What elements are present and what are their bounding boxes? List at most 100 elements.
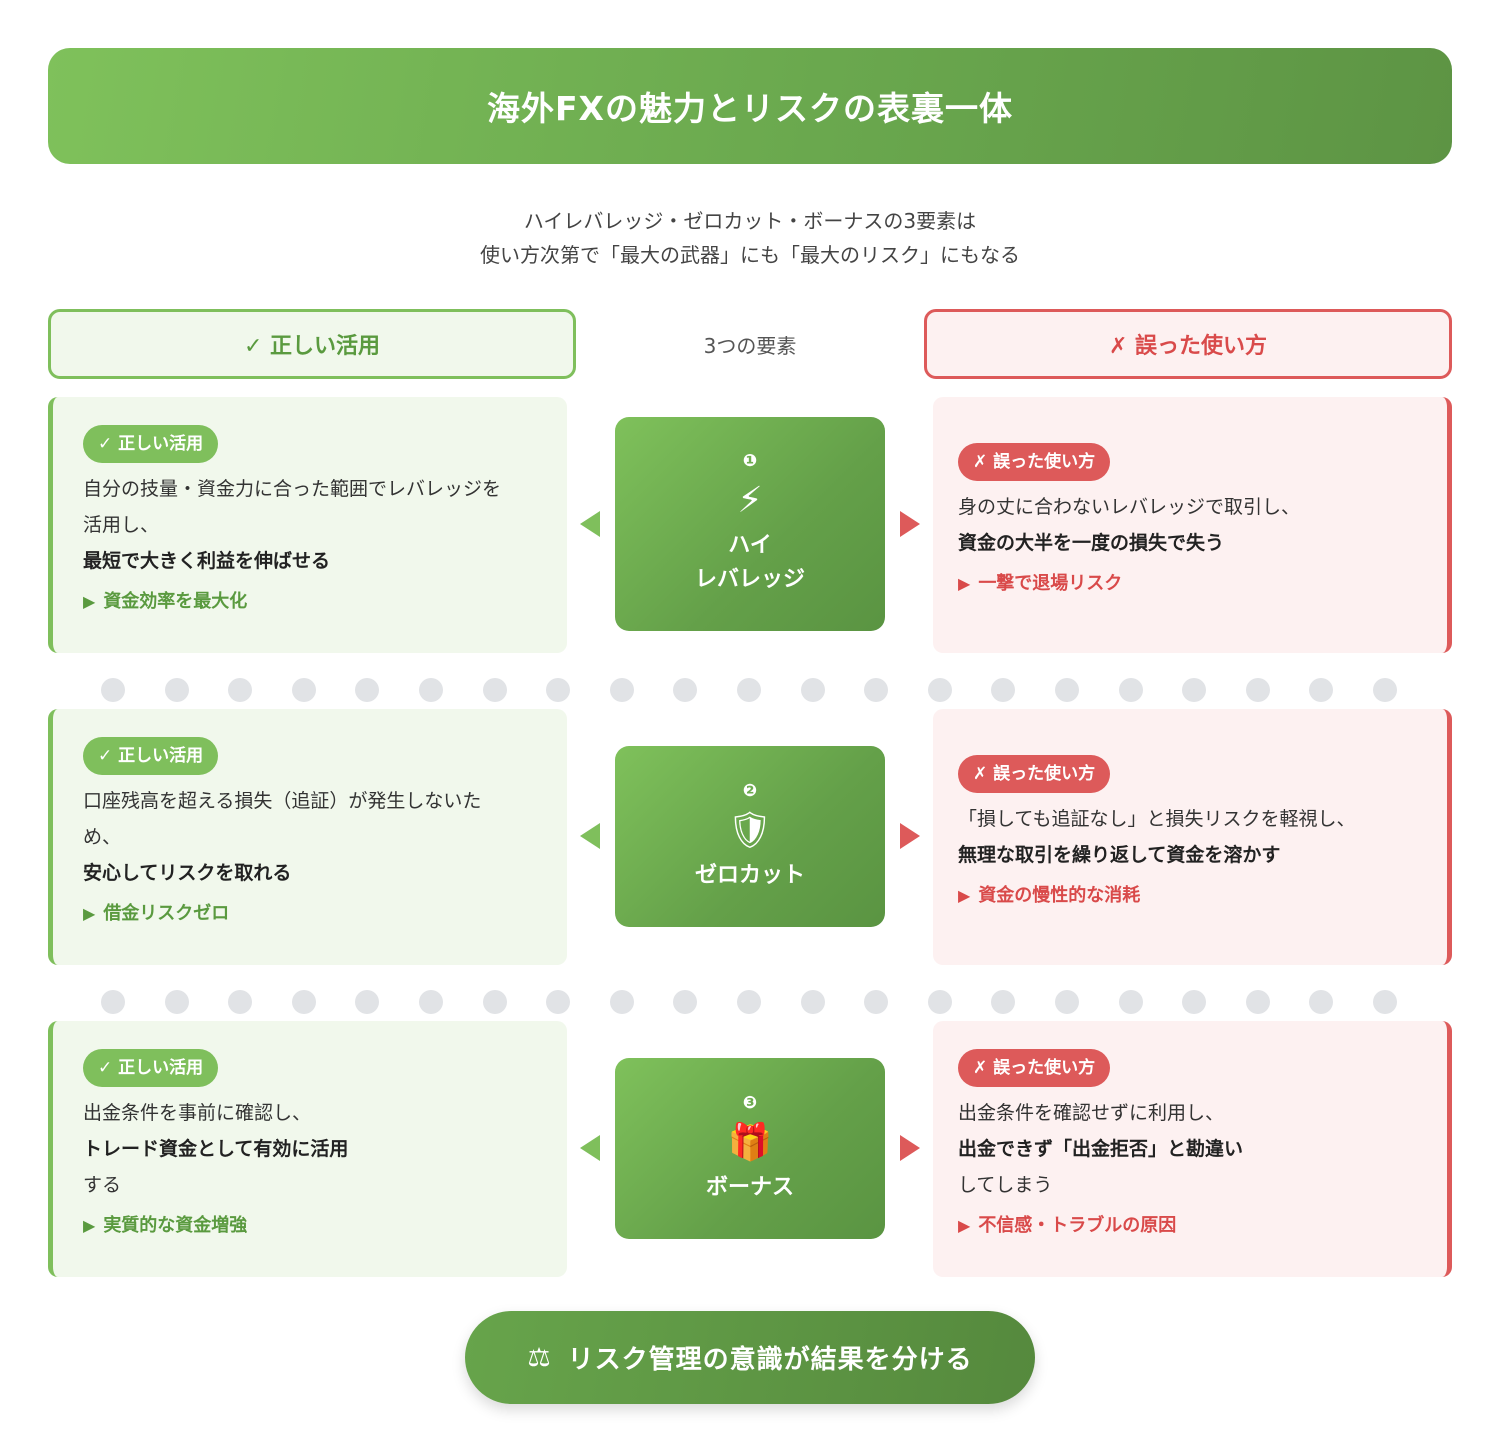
- arrow-left-icon: [580, 823, 600, 849]
- dot: [482, 990, 507, 1014]
- text-line: 身の丈に合わないレバレッジで取引し、: [958, 496, 1301, 518]
- good-badge: ✓ 正しい活用: [83, 737, 219, 775]
- triangle-right-icon: ▶: [958, 1216, 971, 1235]
- bad-card-1: ✗ 誤った使い方 身の丈に合わないレバレッジで取引し、 資金の大半を一度の損失で…: [933, 397, 1452, 653]
- strong-text: トレード資金として有効に活用: [83, 1138, 349, 1160]
- dot: [864, 678, 889, 702]
- bad-text: 「損しても追証なし」と損失リスクを軽視し、 無理な取引を繰り返して資金を溶かす: [958, 801, 1419, 873]
- bad-badge: ✗ 誤った使い方: [958, 1049, 1111, 1087]
- good-badge: ✓ 正しい活用: [83, 425, 219, 463]
- column-header-good: ✓ 正しい活用: [48, 309, 576, 379]
- dot: [991, 990, 1016, 1014]
- bad-outcome: ▶不信感・トラブルの原因: [958, 1209, 1419, 1243]
- good-card-1: ✓ 正しい活用 自分の技量・資金力に合った範囲でレバレッジを 活用し、 最短で大…: [48, 397, 567, 653]
- bad-outcome: ▶資金の慢性的な消耗: [958, 879, 1419, 913]
- balance-scale-icon: ⚖: [527, 1342, 552, 1373]
- arrow-left-icon: [580, 511, 600, 537]
- dot: [1182, 990, 1207, 1014]
- dot: [864, 990, 889, 1014]
- dot: [1054, 990, 1079, 1014]
- element-box-zerocut: ❷ 🛡 ゼロカット: [615, 746, 885, 927]
- text-line: 出金条件を確認せずに利用し、: [958, 1102, 1225, 1124]
- dot: [736, 678, 761, 702]
- triangle-right-icon: ▶: [83, 904, 96, 923]
- element-label-line: レバレッジ: [694, 567, 805, 592]
- element-label-line: ハイ: [728, 533, 772, 558]
- good-card-3: ✓ 正しい活用 出金条件を事前に確認し、 トレード資金として有効に活用 する ▶…: [48, 1021, 567, 1277]
- outcome-label: 資金効率を最大化: [103, 591, 248, 612]
- good-outcome: ▶ 資金効率を最大化: [83, 585, 539, 619]
- outcome-label: 実質的な資金増強: [103, 1215, 248, 1236]
- dot: [101, 990, 125, 1014]
- good-text: 出金条件を事前に確認し、 トレード資金として有効に活用 する: [83, 1095, 539, 1203]
- dot: [1245, 678, 1270, 702]
- lightning-icon: ⚡: [737, 480, 763, 521]
- dot: [1054, 678, 1079, 702]
- shield-icon: 🛡: [727, 809, 773, 851]
- strong-text: 最短で大きく利益を伸ばせる: [83, 550, 331, 572]
- bad-outcome: ▶ 一撃で退場リスク: [958, 567, 1419, 601]
- dot: [482, 678, 507, 702]
- element-label-line: ボーナス: [705, 1174, 794, 1200]
- dot: [673, 990, 698, 1014]
- dot: [1182, 678, 1207, 702]
- bad-card-2: ✗ 誤った使い方 「損しても追証なし」と損失リスクを軽視し、 無理な取引を繰り返…: [933, 709, 1452, 965]
- element-label-line: ゼロカット: [694, 862, 805, 888]
- good-outcome: ▶実質的な資金増強: [83, 1209, 539, 1243]
- dot: [546, 678, 571, 702]
- gift-icon: 🎁: [727, 1121, 773, 1163]
- text-line: してしまう: [958, 1174, 1053, 1196]
- bad-text: 出金条件を確認せずに利用し、 出金できず「出金拒否」と勘違い してしまう: [958, 1095, 1419, 1203]
- element-box-leverage: ❶ ⚡ ハイ レバレッジ: [615, 417, 885, 631]
- dot: [927, 678, 952, 702]
- dot: [228, 678, 253, 702]
- dot: [1309, 990, 1334, 1014]
- element-box-bonus: ❸ 🎁 ボーナス: [615, 1058, 885, 1239]
- element-label: ボーナス: [706, 1171, 794, 1205]
- dot-separator: [101, 990, 1397, 1014]
- dot: [800, 990, 825, 1014]
- arrow-right-icon: [900, 511, 920, 537]
- dot: [609, 678, 634, 702]
- page-title: 海外FXの魅力とリスクの表裏一体: [48, 48, 1452, 164]
- good-text: 自分の技量・資金力に合った範囲でレバレッジを 活用し、 最短で大きく利益を伸ばせ…: [83, 471, 539, 579]
- subtitle-line-2: 使い方次第で「最大の武器」にも「最大のリスク」にもなる: [480, 243, 1020, 267]
- good-card-2: ✓ 正しい活用 口座残高を超える損失（追証）が発生しないた め、 安心してリスク…: [48, 709, 567, 965]
- bad-badge: ✗ 誤った使い方: [958, 443, 1111, 481]
- outcome-label: 一撃で退場リスク: [978, 573, 1123, 594]
- strong-text: 出金できず「出金拒否」と勘違い: [958, 1138, 1244, 1160]
- dot: [927, 990, 952, 1014]
- dot: [991, 678, 1016, 702]
- footer-banner: ⚖ リスク管理の意識が結果を分ける: [465, 1311, 1035, 1404]
- subtitle-line-1: ハイレバレッジ・ゼロカット・ボーナスの3要素は: [523, 209, 977, 233]
- outcome-label: 借金リスクゼロ: [103, 903, 230, 924]
- dot: [291, 678, 316, 702]
- strong-text: 安心してリスクを取れる: [83, 862, 292, 884]
- text-line: め、: [83, 826, 122, 848]
- bad-card-3: ✗ 誤った使い方 出金条件を確認せずに利用し、 出金できず「出金拒否」と勘違い …: [933, 1021, 1452, 1277]
- dot: [355, 678, 380, 702]
- element-number: ❶: [742, 451, 758, 471]
- dot: [228, 990, 253, 1014]
- strong-text: 無理な取引を繰り返して資金を溶かす: [958, 844, 1281, 866]
- dot: [1245, 990, 1270, 1014]
- triangle-right-icon: ▶: [83, 592, 96, 611]
- triangle-right-icon: ▶: [958, 886, 971, 905]
- dot: [1372, 990, 1397, 1014]
- dot: [609, 990, 634, 1014]
- text-line: 出金条件を事前に確認し、: [83, 1102, 312, 1124]
- good-badge: ✓ 正しい活用: [83, 1049, 219, 1087]
- dot: [736, 990, 761, 1014]
- good-outcome: ▶ 借金リスクゼロ: [83, 897, 539, 931]
- subtitle: ハイレバレッジ・ゼロカット・ボーナスの3要素は 使い方次第で「最大の武器」にも「…: [300, 204, 1200, 272]
- text-line: 自分の技量・資金力に合った範囲でレバレッジを: [83, 478, 502, 500]
- triangle-right-icon: ▶: [958, 574, 971, 593]
- text-line: 口座残高を超える損失（追証）が発生しないた: [83, 790, 482, 812]
- dot: [418, 678, 443, 702]
- dot: [418, 990, 443, 1014]
- footer-text: リスク管理の意識が結果を分ける: [567, 1345, 973, 1375]
- dot: [673, 678, 698, 702]
- element-number: ❷: [742, 780, 758, 801]
- dot: [164, 990, 189, 1014]
- element-number: ❸: [742, 1092, 758, 1113]
